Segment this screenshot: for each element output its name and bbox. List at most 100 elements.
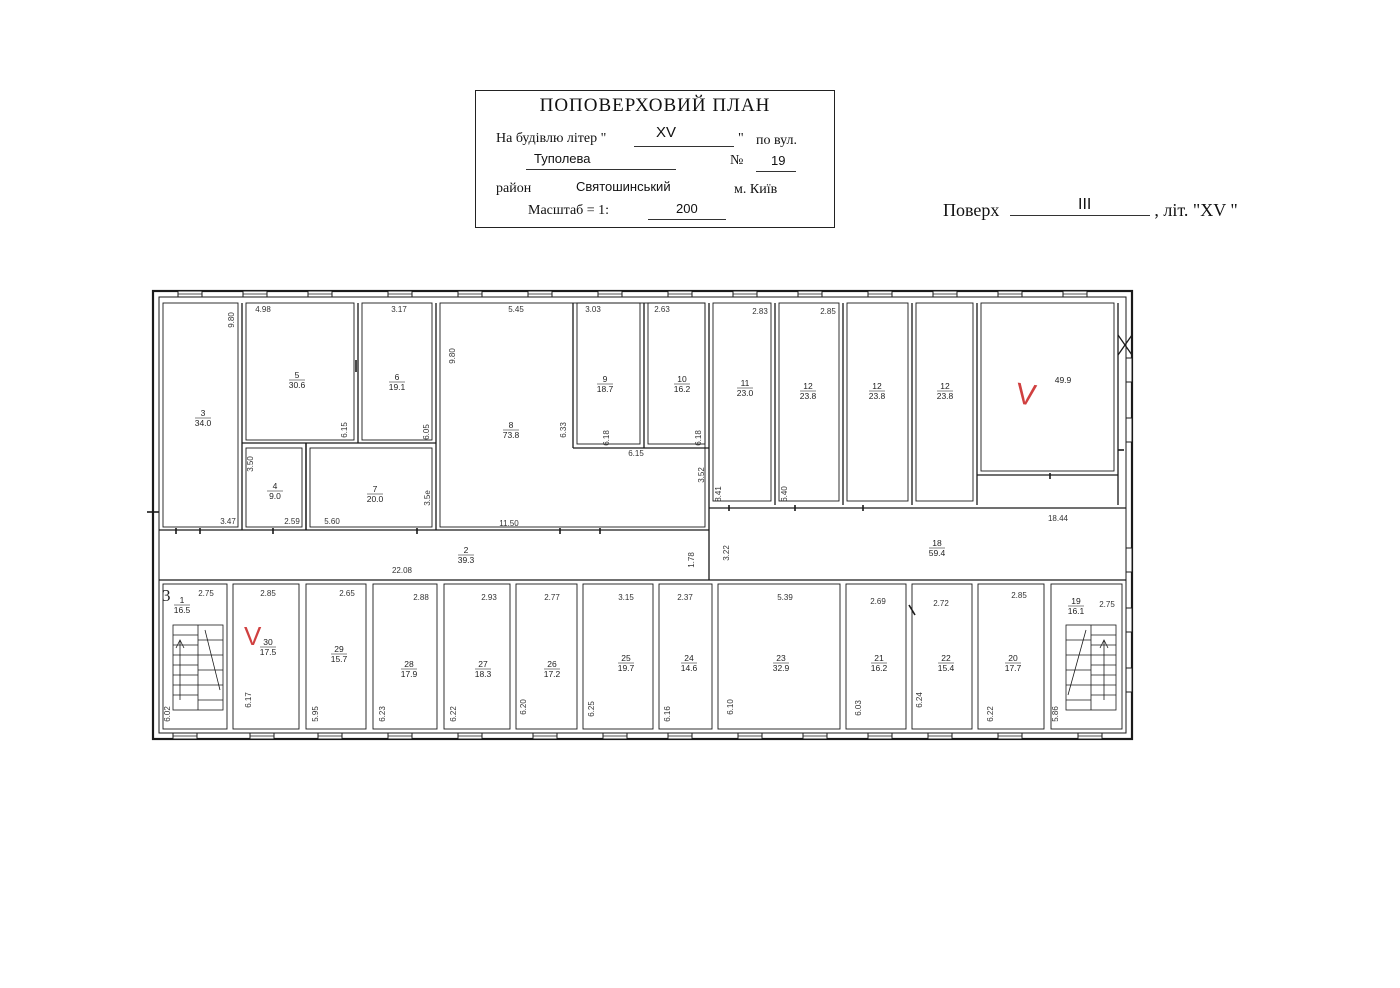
dimension-label: 5.95: [311, 706, 320, 722]
floor-letter-prefix: , літ. ": [1154, 200, 1201, 220]
dimension-label: 9.80: [227, 312, 236, 328]
room-area: 23.0: [737, 388, 754, 398]
room-number: 18: [932, 538, 942, 548]
dimension-label: 6.15: [628, 449, 644, 458]
dimension-label: 6.23: [378, 706, 387, 722]
dimension-label: 3.5e: [423, 490, 432, 506]
window: [1125, 547, 1133, 573]
dimension-label: 6.25: [587, 701, 596, 717]
check-mark-lower: V: [244, 621, 262, 651]
floor-label: Поверх III , літ. "XV ": [943, 196, 1238, 221]
dimension-label: 5.60: [324, 517, 340, 526]
window: [1125, 607, 1133, 633]
room-number: 9: [603, 374, 608, 384]
floor-letter: XV: [1200, 200, 1226, 220]
window: [1125, 357, 1133, 383]
dimension-label: 2.59: [284, 517, 300, 526]
room-number: 7: [373, 484, 378, 494]
title-stamp: ПОПОВЕРХОВИЙ ПЛАН На будівлю літер " XV …: [475, 90, 835, 228]
room-area: 16.1: [1068, 606, 1085, 616]
dimension-label: 6.33: [559, 422, 568, 438]
dimension-label: 18.44: [1048, 514, 1069, 523]
dimension-label: 2.65: [339, 589, 355, 598]
district-label: район: [496, 181, 532, 196]
dimension-label: 5.86: [1051, 706, 1060, 722]
dimension-label: 2.77: [544, 593, 560, 602]
dimension-label: 6.17: [244, 692, 253, 708]
room-area: 30.6: [289, 380, 306, 390]
dimension-label: 6.16: [663, 706, 672, 722]
window: [1125, 667, 1133, 693]
dimension-label: 3.47: [220, 517, 236, 526]
dimension-label: 6.24: [915, 692, 924, 708]
room-number: 22: [941, 653, 951, 663]
building-letter: XV: [656, 124, 677, 141]
dimension-label: 2.85: [260, 589, 276, 598]
room-number: 30: [263, 637, 273, 647]
dimension-label: 11.50: [499, 519, 519, 528]
dimension-label: 6.03: [854, 700, 863, 716]
floor-caption: Поверх: [943, 200, 1000, 220]
room-area: 19.7: [618, 663, 635, 673]
room-number: 27: [478, 659, 488, 669]
city: м. Київ: [734, 182, 778, 197]
dimension-label: 3.17: [391, 305, 407, 314]
floor-letter-suffix: ": [1230, 200, 1238, 220]
floor-number: III: [1078, 196, 1092, 213]
room-area: 23.8: [800, 391, 817, 401]
window: [1125, 417, 1133, 443]
dimension-label: 4.98: [255, 305, 271, 314]
dimension-labels: 4.98 3.17 5.45 3.03 2.63 2.83 2.85 9.80 9.80 6.15…: [163, 305, 1115, 722]
room-area: 73.8: [503, 430, 520, 440]
room-number: 5: [295, 370, 300, 380]
room-area: 20.0: [367, 494, 384, 504]
dimension-label: 6.22: [449, 706, 458, 722]
room-area: 59.4: [929, 548, 946, 558]
room-area: 16.2: [871, 663, 888, 673]
room-number: 28: [404, 659, 414, 669]
dimension-label: 2.83: [752, 307, 768, 316]
dimension-label: 6.20: [519, 699, 528, 715]
street-label: по вул.: [756, 133, 797, 148]
dimension-label: 3.50: [246, 456, 255, 472]
room-number: 12: [940, 381, 950, 391]
dimension-label: 5.45: [508, 305, 524, 314]
room-number: 29: [334, 644, 344, 654]
dimension-label: 2.93: [481, 593, 497, 602]
dimension-label: 6.18: [602, 430, 611, 446]
room-number: 20: [1008, 653, 1018, 663]
room-number: 3: [201, 408, 206, 418]
room-number: 2: [464, 545, 469, 555]
room-number: 10: [677, 374, 687, 384]
dimension-label: 6.40: [780, 486, 789, 502]
room-area: 23.8: [937, 391, 954, 401]
room-area: 14.6: [681, 663, 698, 673]
room-number: 19: [1071, 596, 1081, 606]
room-area: 16.2: [674, 384, 691, 394]
room-number: 23: [776, 653, 786, 663]
check-mark-upper: V: [1014, 377, 1038, 412]
dimension-label: 2.63: [654, 305, 670, 314]
room-area: 32.9: [773, 663, 790, 673]
room-number: 12: [803, 381, 813, 391]
dimension-label: 3.15: [618, 593, 634, 602]
building-letter-close: ": [738, 131, 744, 146]
dimension-label: 9.80: [448, 348, 457, 364]
dimension-label: 6.05: [422, 424, 431, 440]
room-area: 9.0: [269, 491, 281, 501]
dimension-label: 8.41: [714, 486, 723, 502]
room-labels: 334.0530.6619.149.0720.0873.8918.71016.2…: [174, 370, 1085, 679]
dimension-label: 2.85: [1011, 591, 1027, 600]
room-number: 6: [395, 372, 400, 382]
house-number: 19: [771, 153, 786, 168]
room-area: 17.5: [260, 647, 277, 657]
building-letter-prefix: На будівлю літер ": [496, 131, 607, 146]
dimension-label: 2.37: [677, 593, 693, 602]
dimension-label: 6.02: [163, 706, 172, 722]
dimension-label: 3.03: [585, 305, 601, 314]
room-number: 21: [874, 653, 884, 663]
dimension-label: 2.88: [413, 593, 429, 602]
room-area: 18.3: [475, 669, 492, 679]
room-number: 11: [741, 378, 750, 388]
dimension-label: 6.15: [340, 422, 349, 438]
